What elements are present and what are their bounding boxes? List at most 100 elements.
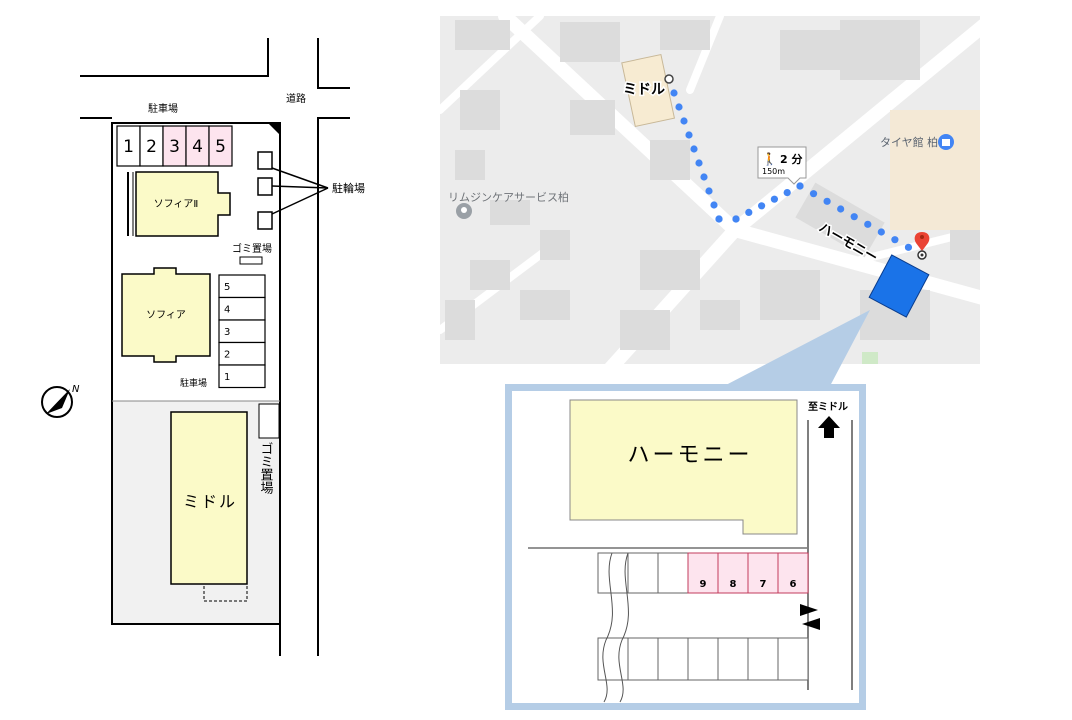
- parking-top-label: 駐車場: [148, 102, 178, 115]
- route-dot: [680, 117, 688, 125]
- inset-parking-space: [597, 552, 629, 594]
- entry-arrow-icon: [800, 604, 818, 616]
- inset-break-line: [602, 552, 613, 703]
- inset-parking-number: 7: [760, 579, 767, 590]
- route-dot: [695, 159, 703, 167]
- inset-direction-label: 至ミドル: [808, 401, 848, 413]
- inset-parking-space: [717, 552, 749, 594]
- destination-pin-icon: [914, 232, 930, 260]
- inset-parking-space: [657, 637, 689, 681]
- route-dot: [864, 220, 872, 228]
- building-sofia-label: ソフィア: [146, 310, 186, 321]
- inset-parking-number: 8: [730, 579, 737, 590]
- parking-space-number: 2: [146, 137, 157, 157]
- route-dot: [809, 190, 818, 198]
- parking-right-label: 駐車場: [180, 377, 207, 389]
- up-arrow-icon: [818, 416, 840, 438]
- parking-space-number: 1: [224, 372, 230, 383]
- garbage-midoru-label: ゴミ置場: [258, 442, 274, 494]
- inset-parking-number: 6: [790, 579, 797, 590]
- inset-parking-space: [687, 552, 719, 594]
- inset-parking-space: [627, 552, 659, 594]
- bike-rack: [257, 211, 273, 230]
- bike-pointer: [271, 167, 329, 189]
- bike-parking-label: 駐輪場: [332, 181, 365, 195]
- route-dot: [732, 215, 740, 223]
- route-dot: [796, 182, 804, 190]
- route-dot: [690, 145, 698, 153]
- route-dot: [700, 173, 708, 181]
- bike-rack: [257, 151, 273, 170]
- inset-parking-space: [747, 637, 779, 681]
- garbage-midoru-box: [258, 403, 280, 439]
- building-midoru: ミドル: [170, 411, 248, 602]
- map-label-rimujin: リムジンケアサービス柏: [448, 190, 569, 204]
- route-dot: [850, 213, 858, 221]
- place-marker-icon: [456, 203, 472, 219]
- map-label-midoru: ミドル: [623, 82, 665, 98]
- route-dot: [891, 236, 899, 244]
- road-line-top-left: [80, 38, 269, 77]
- map-midoru-building: [621, 53, 676, 128]
- inset-parking-space: [687, 637, 719, 681]
- inset-callout: [724, 310, 870, 386]
- route-dot: [745, 208, 753, 216]
- walk-time-badge: 🚶 2 分 150m: [757, 146, 807, 185]
- inset-building-harmony-label: ハーモニー: [627, 443, 752, 468]
- parking-space: [218, 364, 266, 389]
- inset-parking-space: [747, 552, 779, 594]
- road-line-right: [317, 117, 350, 656]
- building-midoru-label: ミドル: [183, 492, 237, 511]
- route-dot: [904, 243, 913, 251]
- parking-space-number: 4: [192, 137, 203, 157]
- walking-icon: 🚶: [762, 152, 777, 166]
- parking-space-number: 5: [215, 137, 226, 157]
- route-start-icon: [664, 74, 674, 84]
- route-dot: [675, 103, 683, 111]
- parking-space-number: 2: [224, 350, 230, 361]
- garbage-label: ゴミ置場: [232, 242, 272, 255]
- building-sofia2-label: ソフィアⅡ: [154, 199, 199, 210]
- bike-parking: [257, 151, 329, 230]
- parking-space: [208, 125, 233, 167]
- inset-parking-space: [777, 637, 809, 681]
- compass-icon: N: [41, 384, 80, 418]
- parking-space-number: 4: [224, 305, 230, 316]
- green-patch: [862, 352, 878, 364]
- garbage-box: [239, 256, 263, 265]
- route-dot: [715, 215, 723, 223]
- bike-pointer: [271, 185, 329, 189]
- parking-space-number: 3: [169, 137, 180, 157]
- map-buildings: [445, 20, 980, 350]
- map-target-building: [868, 254, 930, 318]
- building-sofia2: ソフィアⅡ: [127, 171, 231, 237]
- route-dot: [670, 89, 678, 97]
- inset-break-line: [618, 552, 629, 703]
- bike-pointer: [271, 187, 329, 215]
- building-sofia: ソフィア: [121, 267, 211, 363]
- route-dot: [758, 202, 766, 210]
- map-label-tire: タイヤ館 柏: [880, 135, 938, 149]
- inset-parking-bottom: [597, 637, 809, 681]
- route-dot: [823, 197, 831, 205]
- inset-parking-space: [777, 552, 809, 594]
- road-line-top-right: [317, 38, 350, 89]
- route-dot: [705, 187, 713, 195]
- lot-corner: [268, 123, 280, 135]
- route-dot: [685, 131, 693, 139]
- walk-time: 2 分: [780, 152, 802, 166]
- tire-shop-area: [890, 110, 980, 230]
- route-dot: [710, 201, 718, 209]
- inset-parking-space: [717, 637, 749, 681]
- route-dot: [783, 189, 791, 197]
- entry-arrow-icon: [802, 618, 820, 630]
- shopping-icon: [938, 134, 954, 150]
- road-label: 道路: [286, 92, 306, 105]
- walk-distance: 150m: [762, 167, 785, 176]
- route-dot: [837, 205, 845, 213]
